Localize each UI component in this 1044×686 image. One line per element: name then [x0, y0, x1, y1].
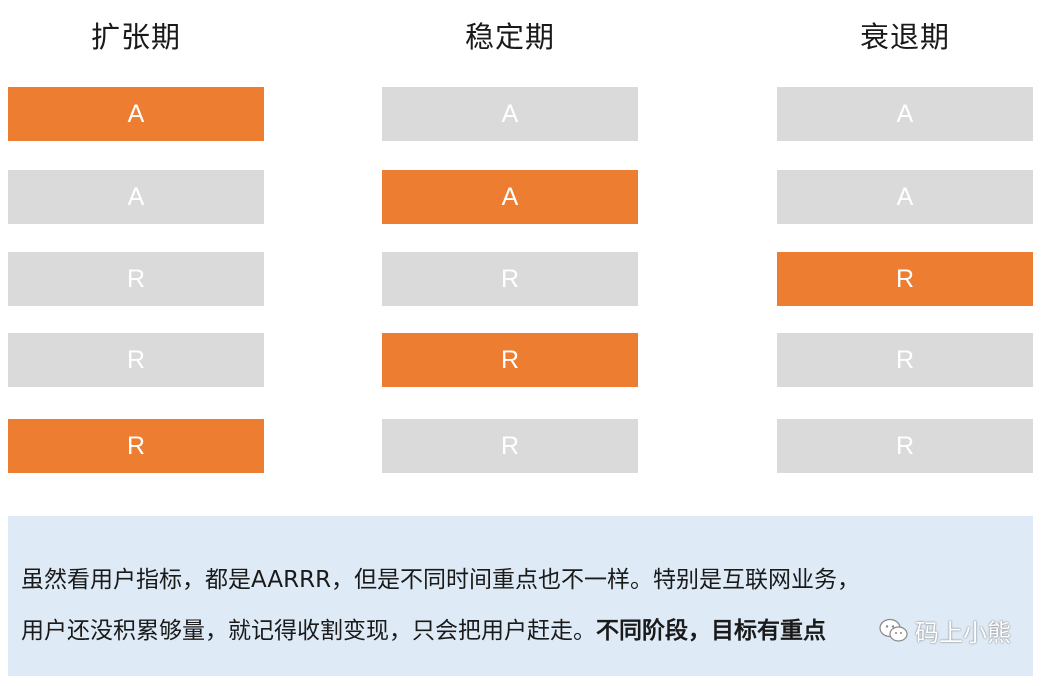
note-line-1: 虽然看用户指标，都是AARRR，但是不同时间重点也不一样。特别是互联网业务， [21, 567, 861, 593]
note-emphasis: 不同阶段，目标有重点 [596, 618, 826, 644]
watermark-text: 码上小熊 [915, 619, 1011, 647]
metric-block: A [382, 87, 638, 141]
metric-block: R [8, 333, 264, 387]
stage-title: 稳定期 [464, 20, 555, 54]
metric-block: A [382, 170, 638, 224]
watermark: 码上小熊 [879, 613, 1011, 648]
metric-block: R [777, 333, 1033, 387]
metric-block: R [777, 252, 1033, 306]
metric-block: R [8, 419, 264, 473]
stage-title: 扩张期 [90, 20, 181, 54]
metric-block: R [382, 419, 638, 473]
metric-block: A [8, 170, 264, 224]
note-text: 用户还没积累够量，就记得收割变现，只会把用户赶走。 [21, 618, 596, 644]
metric-block: R [8, 252, 264, 306]
metric-block: R [777, 419, 1033, 473]
metric-block: A [8, 87, 264, 141]
metric-block: R [382, 333, 638, 387]
note-line-2: 用户还没积累够量，就记得收割变现，只会把用户赶走。不同阶段，目标有重点 [21, 611, 826, 645]
metric-block: A [777, 87, 1033, 141]
wechat-icon [879, 618, 908, 642]
metric-block: R [382, 252, 638, 306]
stage-title: 衰退期 [859, 20, 950, 54]
summary-note: 虽然看用户指标，都是AARRR，但是不同时间重点也不一样。特别是互联网业务， 用… [8, 516, 1033, 676]
metric-block: A [777, 170, 1033, 224]
